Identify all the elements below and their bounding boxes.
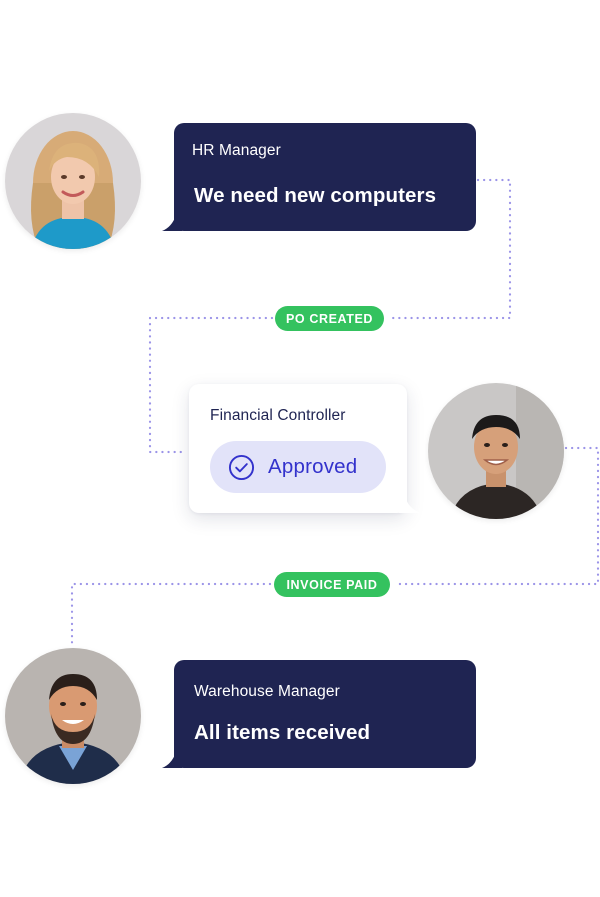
sender-role: HR Manager [192,142,281,159]
avatar-warehouse-manager [5,648,141,784]
avatar-hr-manager [5,113,141,249]
message-bubble-warehouse-manager: Warehouse Manager All items received [162,660,476,768]
connector-invoice-to-warehouse [70,582,272,648]
avatar-financial-controller [428,383,564,519]
sender-role: Warehouse Manager [194,683,340,700]
message-bubble-hr-manager: HR Manager We need new computers [162,123,476,231]
check-circle-icon [228,454,255,480]
message-text: All items received [194,721,371,744]
approved-status-pill: Approved [210,441,386,493]
approved-label: Approved [268,455,358,478]
status-badge-invoice-paid: INVOICE PAID [274,572,390,597]
bubble-tail [162,215,182,231]
approver-role: Financial Controller [210,407,346,424]
approval-card-financial-controller: Financial Controller Approved [189,384,421,513]
status-badge-po-created: PO CREATED [275,306,384,331]
message-text: We need new computers [194,184,437,207]
card-tail [399,497,421,513]
bubble-tail [162,752,182,768]
